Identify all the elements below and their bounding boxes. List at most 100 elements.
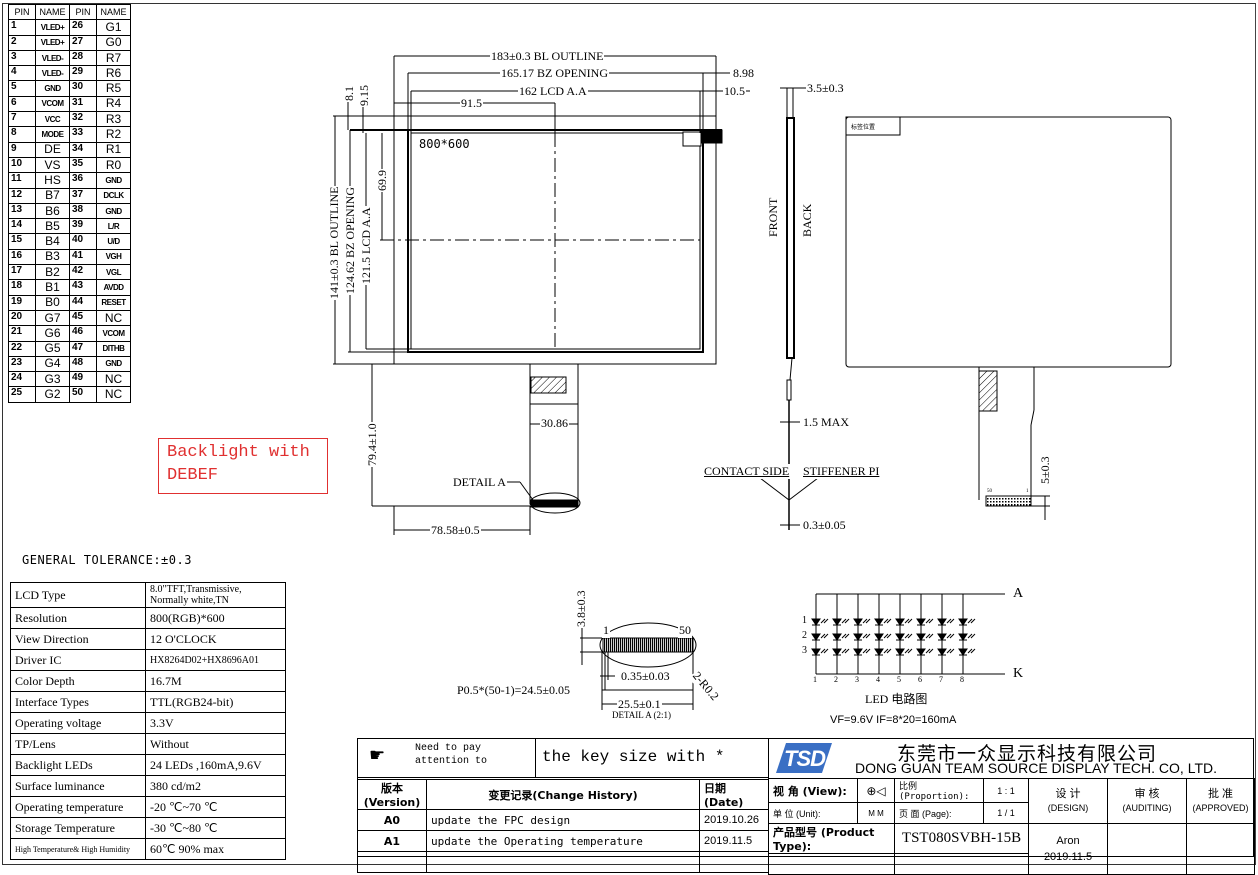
pin-name: R4 bbox=[96, 95, 131, 113]
led-column-number: 2 bbox=[834, 675, 838, 684]
design-en: (DESIGN) bbox=[1047, 803, 1089, 813]
spec-key: LCD Type bbox=[10, 582, 146, 608]
divider bbox=[357, 777, 768, 778]
spec-value: 24 LEDs ,160mA,9.6V bbox=[145, 754, 286, 776]
front-label: FRONT bbox=[766, 196, 781, 238]
led-row-number: 2 bbox=[802, 630, 807, 641]
spec-key: Backlight LEDs bbox=[10, 754, 146, 776]
spec-value: -30 ℃~80 ℃ bbox=[145, 817, 286, 839]
label-position-text: 标签位置 bbox=[851, 124, 876, 131]
pin-name: B3 bbox=[35, 248, 70, 266]
approve-cell: 批 准 (APPROVED) bbox=[1186, 778, 1255, 824]
history-date: 2019.10.26 bbox=[699, 809, 769, 831]
led-column-number: 3 bbox=[855, 675, 859, 684]
pin-name: DE bbox=[35, 141, 70, 158]
approve-en: (APPROVED) bbox=[1192, 803, 1249, 813]
key-size-note: the key size with * bbox=[542, 748, 725, 766]
dim-fpc-width: 30.86 bbox=[540, 416, 569, 431]
dim-detail-height: 3.8±0.3 bbox=[574, 589, 589, 628]
detail-pin-50: 50 bbox=[678, 623, 692, 638]
dim-pitch: P0.5*(50-1)=24.5±0.05 bbox=[456, 683, 572, 698]
pin-name: G4 bbox=[35, 355, 70, 373]
pin-name: R7 bbox=[96, 49, 131, 67]
general-tolerance: GENERAL TOLERANCE:±0.3 bbox=[22, 553, 192, 567]
change-header: 变更记录(Change History) bbox=[426, 779, 700, 810]
dim-8-1: 8.1 bbox=[342, 85, 357, 102]
view-label: 视 角 (View): bbox=[768, 778, 858, 803]
spec-row: Storage Temperature-30 ℃~80 ℃ bbox=[10, 817, 286, 839]
dim-stiffener-length: 5±0.3 bbox=[1038, 455, 1053, 485]
dim-half-height: 69.9 bbox=[375, 169, 390, 192]
dim-fpc-max: 1.5 MAX bbox=[802, 415, 851, 430]
product-type-label: 产品型号 (Product Type): bbox=[768, 823, 895, 854]
pin-name: B0 bbox=[35, 294, 70, 311]
note-line-1: Backlight with bbox=[167, 443, 310, 462]
led-row-number: 1 bbox=[802, 615, 807, 626]
pin-name: NC bbox=[96, 386, 131, 403]
pin-name: B4 bbox=[35, 233, 70, 250]
detail-pin-1: 1 bbox=[602, 623, 610, 638]
audit-cell: 审 核 (AUDITING) bbox=[1107, 778, 1187, 824]
back-pin-50: 50 bbox=[987, 489, 992, 494]
led-circuit-title: LED 电路图 bbox=[865, 692, 928, 706]
company-name-en: DONG GUAN TEAM SOURCE DISPLAY TECH. CO, … bbox=[855, 760, 1217, 776]
contact-side-label: CONTACT SIDE bbox=[703, 464, 791, 479]
page-value: 1 / 1 bbox=[983, 802, 1029, 824]
dim-fpc-length: 79.4±1.0 bbox=[365, 422, 380, 467]
dim-lcd-aa-width: 162 LCD A.A bbox=[518, 84, 588, 99]
designer-name: Aron bbox=[1056, 835, 1080, 847]
dim-total-width: 25.5±0.1 bbox=[617, 697, 662, 712]
pin-name: R2 bbox=[96, 126, 131, 143]
company-name-cn: 东莞市一众显示科技有限公司 bbox=[897, 743, 1158, 765]
dim-bl-outline-height: 141±0.3 BL OUTLINE bbox=[327, 185, 342, 300]
spec-key: View Direction bbox=[10, 628, 146, 650]
led-formula: VF=9.6V IF=8*20=160mA bbox=[830, 714, 957, 726]
history-change: update the FPC design bbox=[426, 809, 700, 831]
led-row-number: 3 bbox=[802, 645, 807, 656]
pin-name: G1 bbox=[96, 19, 131, 36]
drawing-info-table: 视 角 (View): ⊕◁ 比例(Proportion): 1 : 1 设 计… bbox=[768, 778, 1255, 875]
spec-key: Driver IC bbox=[10, 649, 146, 671]
pin-name: R6 bbox=[96, 65, 131, 82]
product-type-value: TST080SVBH-15B bbox=[894, 823, 1029, 854]
detail-a-label: DETAIL A bbox=[452, 475, 507, 490]
detail-a-title: DETAIL A (2:1) bbox=[612, 710, 671, 720]
spec-value: -20 ℃~70 ℃ bbox=[145, 796, 286, 818]
spec-value: 380 cd/m2 bbox=[145, 775, 286, 797]
approve-cn: 批 准 bbox=[1207, 788, 1234, 800]
audit-en: (AUDITING) bbox=[1122, 803, 1172, 813]
history-version: A0 bbox=[357, 809, 427, 831]
dim-fpc-thickness: 0.3±0.05 bbox=[802, 518, 847, 533]
note-line-2: DEBEF bbox=[167, 466, 219, 485]
hand-pointer-icon: ☛ bbox=[369, 745, 386, 765]
spec-key: Operating temperature bbox=[10, 796, 146, 818]
empty-cell bbox=[357, 851, 427, 873]
pin-name: R1 bbox=[96, 141, 131, 158]
logo-text: TSD bbox=[784, 746, 826, 771]
empty-cell bbox=[699, 851, 769, 873]
pin-name: R0 bbox=[96, 156, 131, 174]
dim-bz-opening-height: 124.62 BZ OPENING bbox=[343, 186, 358, 295]
change-history-table: 版本(Version) 变更记录(Change History) 日期(Date… bbox=[357, 779, 769, 873]
dim-8-98: 8.98 bbox=[732, 66, 755, 81]
spec-value: 60℃ 90% max bbox=[145, 838, 286, 860]
dim-lcd-aa-height: 121.5 LCD A.A bbox=[359, 206, 374, 285]
audit-cn: 审 核 bbox=[1134, 788, 1160, 800]
spec-value: 800(RGB)*600 bbox=[145, 607, 286, 629]
stiffener-label: STIFFENER PI bbox=[802, 464, 881, 479]
led-column-number: 8 bbox=[960, 675, 964, 684]
